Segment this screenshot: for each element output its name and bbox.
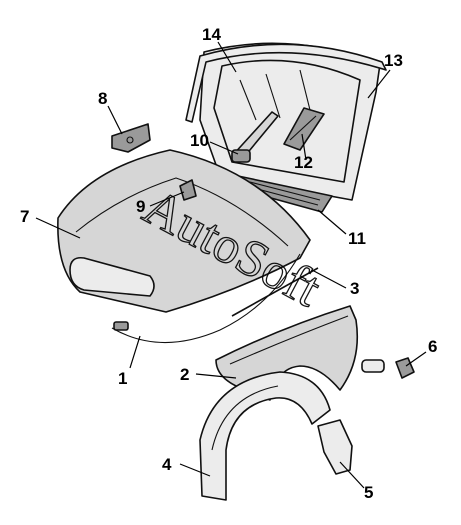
part-hood-prop-rod <box>231 267 319 317</box>
callout-labels: 1 2 3 4 5 6 7 8 9 10 11 12 13 14 <box>20 25 437 502</box>
callout-3: 3 <box>350 279 359 298</box>
callout-5: 5 <box>364 483 373 502</box>
part-washer-nozzle <box>179 179 197 201</box>
part-hood <box>57 149 311 313</box>
callout-9: 9 <box>136 197 145 216</box>
callout-8: 8 <box>98 89 107 108</box>
part-rear-liner <box>317 419 353 475</box>
callout-12: 12 <box>294 153 313 172</box>
callout-7: 7 <box>20 207 29 226</box>
callout-10: 10 <box>190 131 209 150</box>
part-windshield-moulding <box>185 43 387 123</box>
callout-4: 4 <box>162 455 172 474</box>
callout-14: 14 <box>202 25 221 44</box>
part-fender-clip <box>361 357 415 379</box>
callout-6: 6 <box>428 337 437 356</box>
part-hood-hinge <box>111 123 151 153</box>
part-wheel-arch-liner <box>199 371 331 501</box>
callout-1: 1 <box>118 369 127 388</box>
part-mirror <box>283 107 325 151</box>
leader-lines <box>35 41 427 489</box>
callout-2: 2 <box>180 365 189 384</box>
callout-11: 11 <box>348 229 366 248</box>
callout-13: 13 <box>384 51 403 70</box>
part-release-cable <box>111 253 301 344</box>
